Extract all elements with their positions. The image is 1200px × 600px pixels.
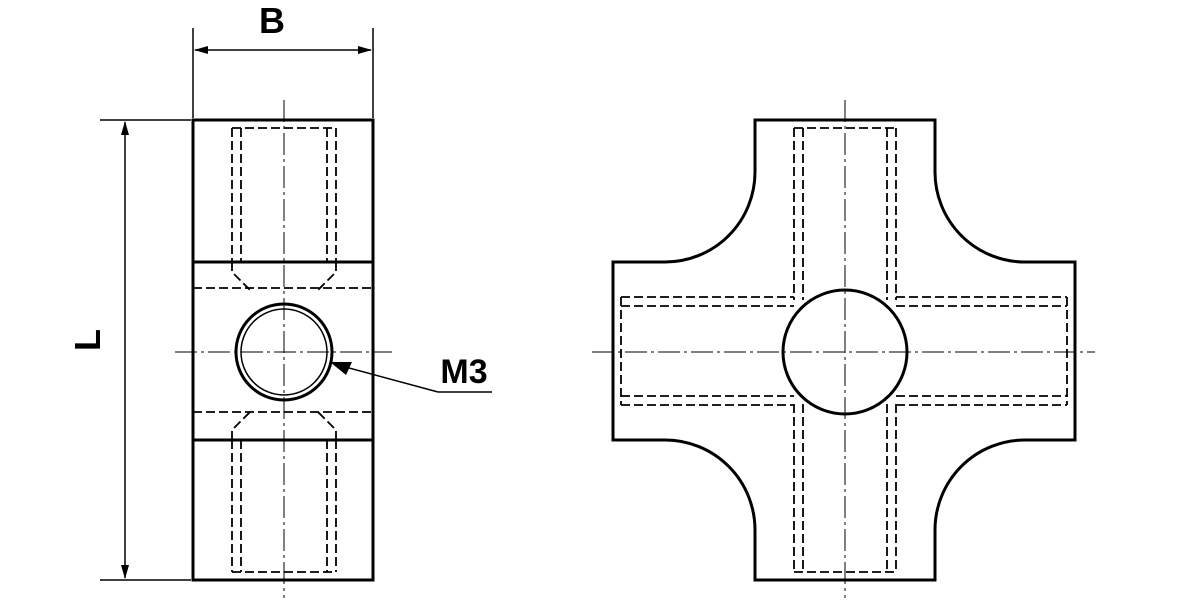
- side-view-hidden-bore-lower: [193, 287, 373, 573]
- cross-outline: [611, 118, 1077, 582]
- thread-callout: M3: [330, 353, 492, 393]
- side-view-outline: [191, 118, 375, 582]
- front-view: [592, 100, 1095, 598]
- dimension-l: L: [67, 119, 191, 581]
- front-view-hidden-bore-vertical: [793, 127, 897, 573]
- thread-callout-label: M3: [440, 353, 487, 391]
- side-view: [175, 100, 392, 598]
- dimension-b: B: [192, 0, 374, 118]
- front-view-hidden-bore-horizontal: [620, 296, 1068, 406]
- dimension-b-label: B: [259, 0, 285, 41]
- dimension-l-label: L: [67, 329, 108, 351]
